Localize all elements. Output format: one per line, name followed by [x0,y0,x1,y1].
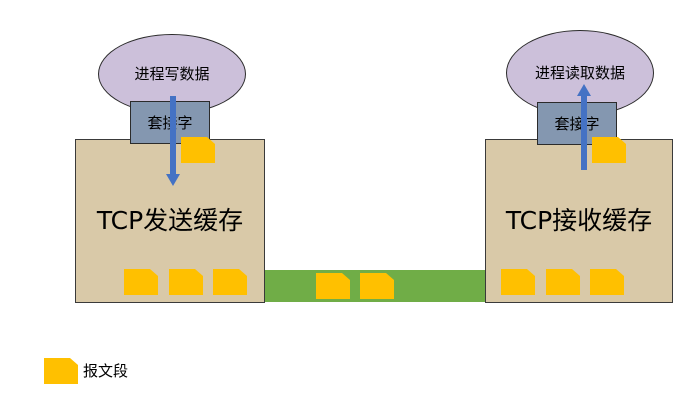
sender-process-label: 进程写数据 [134,65,210,83]
segment-icon [181,137,215,163]
segment-icon [360,273,394,299]
segment-icon [213,269,247,295]
receiver-process: 进程读取数据 [506,30,654,116]
read-arrow-icon [577,84,591,170]
segment-icon [169,269,203,295]
write-arrow-icon [166,96,180,186]
segment-icon [501,269,535,295]
receiver-socket-label: 套接字 [554,115,600,133]
legend-segment-icon [44,358,78,384]
segment-icon [124,269,158,295]
receiver-socket: 套接字 [537,102,617,145]
send-buffer-label: TCP发送缓存 [96,206,244,235]
segment-icon [546,269,580,295]
receive-buffer-label: TCP接收缓存 [505,206,653,235]
receiver-process-label: 进程读取数据 [534,64,625,82]
segment-icon [590,269,624,295]
legend-segment-label: 报文段 [83,362,129,380]
segment-icon [316,273,350,299]
segment-icon [592,137,626,163]
sender-socket-label: 套接字 [147,114,193,132]
